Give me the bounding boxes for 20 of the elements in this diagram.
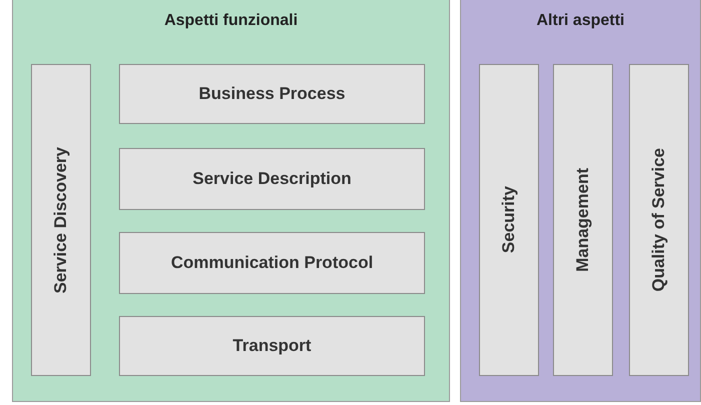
layer-label: Communication Protocol <box>170 253 374 273</box>
layer-label: Transport <box>232 336 312 356</box>
layer-label: Management <box>573 168 593 272</box>
panel-title: Aspetti funzionali <box>163 12 299 30</box>
layer-box <box>629 64 689 376</box>
layer-box <box>119 64 425 124</box>
group-panel <box>12 0 450 402</box>
layer-label: Business Process <box>198 84 346 104</box>
layer-box <box>553 64 613 376</box>
layer-box <box>119 316 425 376</box>
layer-box <box>119 148 425 210</box>
layer-box <box>31 64 91 376</box>
group-panel <box>460 0 701 402</box>
layer-box <box>479 64 539 376</box>
layer-label: Service Description <box>192 169 352 189</box>
panel-title: Altri aspetti <box>535 12 626 30</box>
layer-label: Quality of Service <box>649 148 669 292</box>
layer-label: Service Discovery <box>51 146 71 294</box>
layer-box <box>119 232 425 294</box>
layer-label: Security <box>499 186 519 254</box>
